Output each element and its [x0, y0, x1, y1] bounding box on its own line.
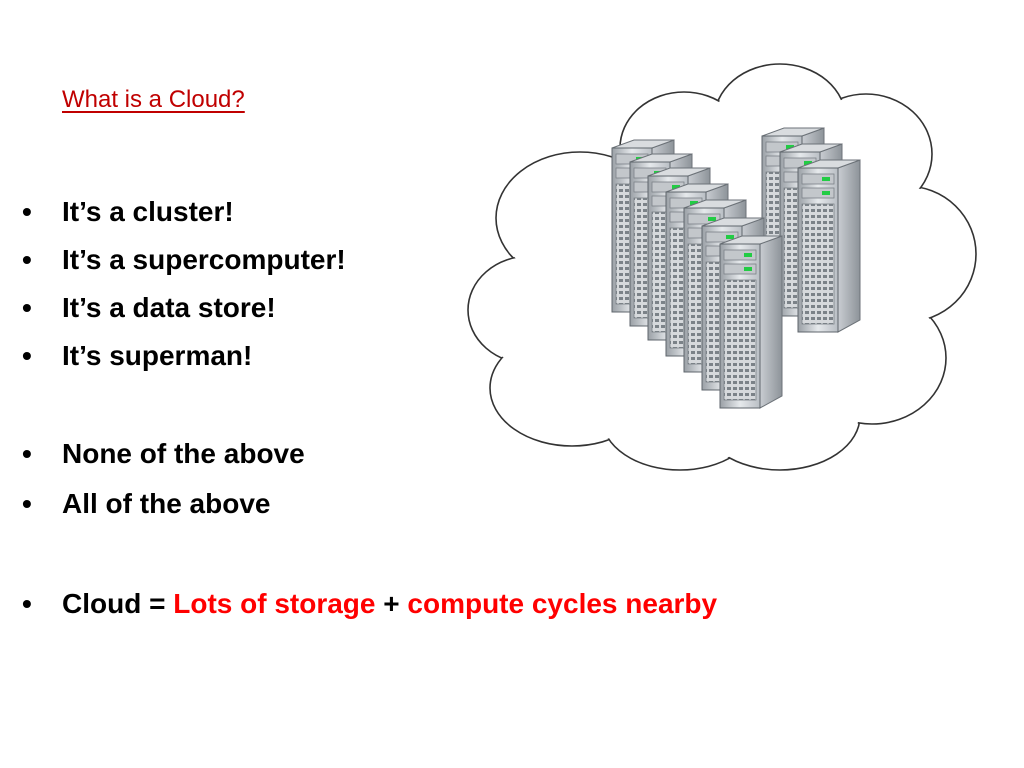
bullet-item: • None of the above — [20, 434, 305, 474]
bullet-text: It’s superman! — [62, 340, 253, 371]
bullet-dot: • — [22, 292, 32, 323]
bullet-text: It’s a data store! — [62, 292, 276, 323]
bullet-item: • All of the above — [20, 484, 270, 524]
bullet-dot: • — [22, 488, 32, 519]
bullet-text: None of the above — [62, 438, 305, 469]
equation-term-storage: Lots of storage — [173, 588, 376, 619]
bullet-dot: • — [22, 340, 32, 371]
equation-bullet: • Cloud = Lots of storage + compute cycle… — [20, 584, 717, 624]
equation-term-compute: compute cycles nearby — [407, 588, 718, 619]
bullet-item: • It’s superman! — [20, 336, 252, 376]
cloud-with-server-cluster-icon — [467, 63, 977, 471]
bullet-item: • It’s a cluster! — [20, 192, 234, 232]
bullet-dot: • — [22, 438, 32, 469]
equation-plus: + — [375, 588, 408, 619]
bullet-text: It’s a supercomputer! — [62, 244, 346, 275]
slide-title: What is a Cloud? — [62, 86, 245, 113]
bullet-dot: • — [22, 244, 32, 275]
bullet-dot: • — [22, 196, 32, 227]
bullet-text: It’s a cluster! — [62, 196, 234, 227]
bullet-text: All of the above — [62, 488, 271, 519]
equation-lead: Cloud = — [62, 588, 174, 619]
bullet-item: • It’s a supercomputer! — [20, 240, 346, 280]
bullet-dot: • — [22, 588, 32, 619]
bullet-item: • It’s a data store! — [20, 288, 276, 328]
